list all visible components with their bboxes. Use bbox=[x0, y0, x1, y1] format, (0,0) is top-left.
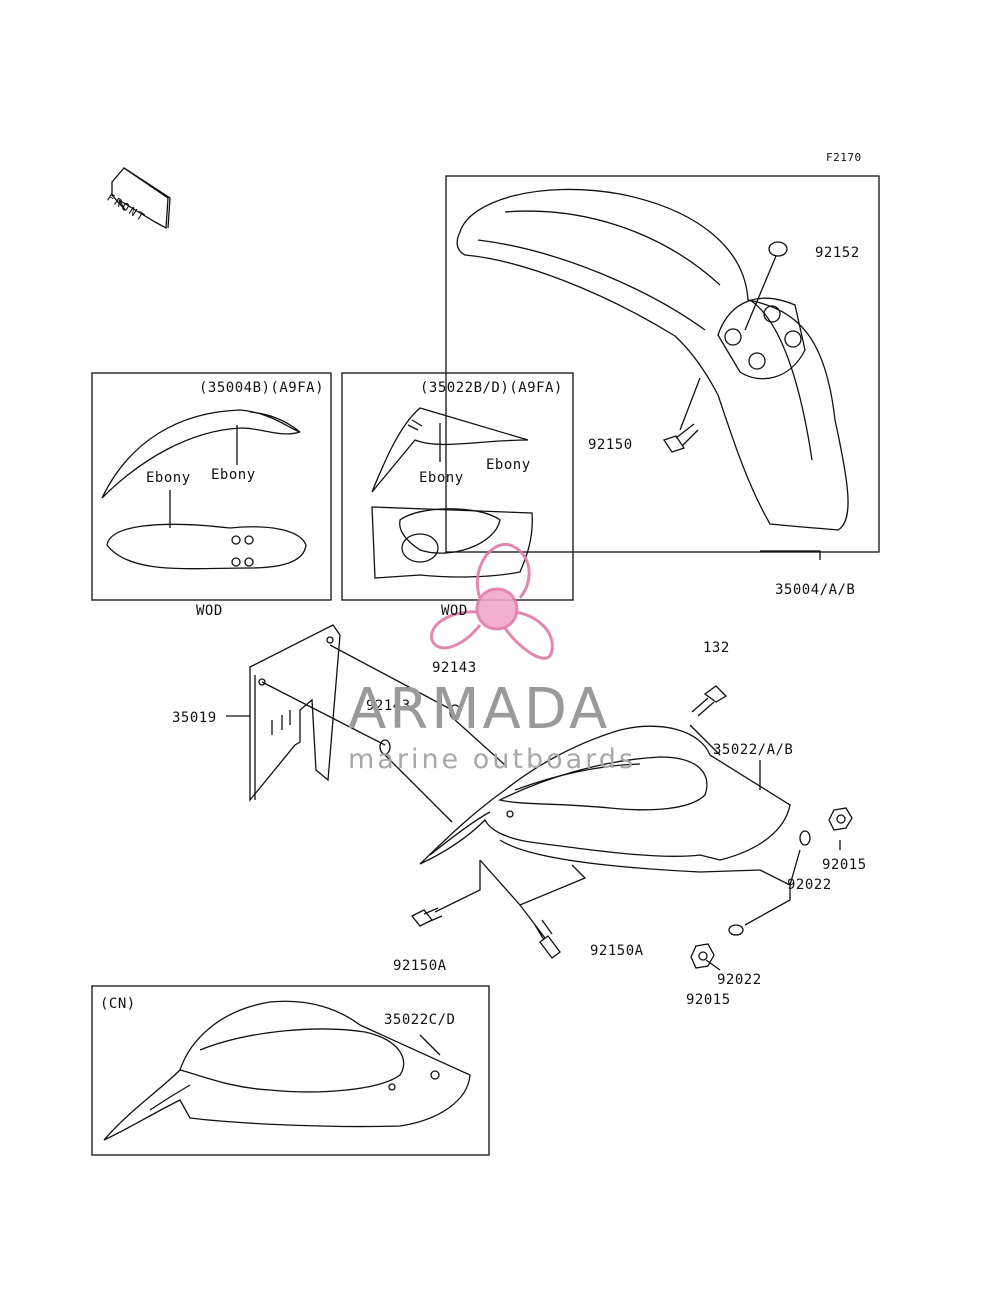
watermark-title: ARMADA bbox=[348, 677, 611, 742]
rear-fender-variant-label-a: Ebony bbox=[486, 457, 531, 473]
rear-fender-variant-frame bbox=[341, 372, 574, 601]
rear-fender-variant-drawing bbox=[371, 407, 533, 579]
rear-fender-variant-caption: WOD bbox=[441, 603, 468, 619]
part-92015-a: 92015 bbox=[822, 857, 867, 873]
part-92150A-b: 92150A bbox=[590, 943, 644, 959]
bolt-92150A-b bbox=[534, 919, 561, 959]
cn-variant-header: (CN) bbox=[100, 996, 136, 1012]
fender-hole bbox=[748, 352, 766, 370]
bolt-92150 bbox=[662, 423, 699, 453]
propeller-logo-icon bbox=[430, 543, 554, 660]
license-plate-bracket-drawing bbox=[226, 624, 453, 802]
part-35022: 35022/A/B bbox=[713, 742, 794, 758]
fender-hole bbox=[724, 328, 742, 346]
nut-92015-a bbox=[828, 807, 853, 831]
bolt-92150A-a bbox=[410, 907, 443, 927]
washer-92143-b bbox=[379, 739, 391, 755]
part-92143-b: 92143 bbox=[366, 698, 411, 714]
part-92152: 92152 bbox=[815, 245, 860, 261]
cn-rear-fender-drawing bbox=[103, 1000, 471, 1141]
bolt-132 bbox=[691, 685, 728, 717]
fender-hole bbox=[244, 557, 254, 567]
part-92015-b: 92015 bbox=[686, 992, 731, 1008]
fender-hole bbox=[244, 535, 254, 545]
washer-92022-a bbox=[799, 830, 811, 846]
part-35004: 35004/A/B bbox=[775, 582, 856, 598]
front-fender-variant-label-b: Ebony bbox=[146, 470, 191, 486]
rear-fender-drawing bbox=[379, 685, 853, 971]
front-direction-arrow-icon bbox=[111, 167, 171, 230]
front-fender-drawing bbox=[456, 188, 849, 560]
washer-92022-b bbox=[728, 924, 744, 936]
part-92022-a: 92022 bbox=[787, 877, 832, 893]
fender-hole bbox=[231, 557, 241, 567]
front-fender-variant-caption: WOD bbox=[196, 603, 223, 619]
part-92150A-a: 92150A bbox=[393, 958, 447, 974]
front-fender-frame bbox=[445, 175, 880, 553]
part-35022C-D: 35022C/D bbox=[384, 1012, 456, 1028]
part-92150: 92150 bbox=[588, 437, 633, 453]
washer-92143-a bbox=[449, 704, 461, 720]
watermark-subtitle: marine outboards bbox=[348, 744, 637, 775]
nut-92015-b bbox=[690, 943, 715, 969]
fender-hole bbox=[231, 535, 241, 545]
part-92022-b: 92022 bbox=[717, 972, 762, 988]
figure-code: F2170 bbox=[826, 151, 862, 164]
front-fender-variant-header: (35004B)(A9FA) bbox=[199, 380, 325, 396]
washer-92152 bbox=[768, 241, 788, 257]
fender-hole bbox=[784, 330, 802, 348]
part-92143-a: 92143 bbox=[432, 660, 477, 676]
part-35019: 35019 bbox=[172, 710, 217, 726]
front-fender-variant-drawing bbox=[101, 409, 307, 570]
fender-hole bbox=[763, 305, 781, 323]
rear-fender-variant-header: (35022B/D)(A9FA) bbox=[420, 380, 563, 396]
cn-variant-frame bbox=[91, 985, 490, 1156]
front-fender-variant-frame bbox=[91, 372, 332, 601]
front-fender-variant-label-a: Ebony bbox=[211, 467, 256, 483]
part-132: 132 bbox=[703, 640, 730, 656]
rear-fender-variant-label-b: Ebony bbox=[419, 470, 464, 486]
